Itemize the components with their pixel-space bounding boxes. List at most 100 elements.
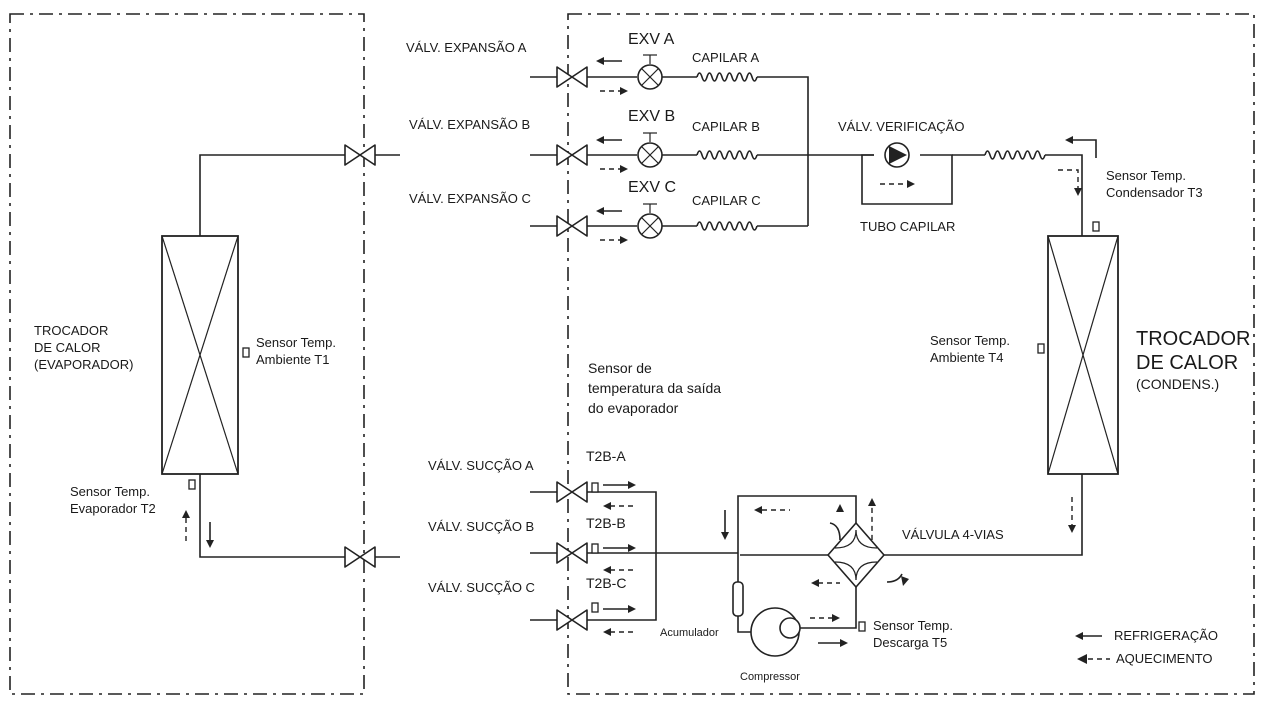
capillary-a-label: CAPILAR A (692, 50, 760, 65)
suction-valve-a-label: VÁLV. SUCÇÃO A (428, 458, 534, 473)
capillary-b (696, 150, 758, 160)
sensor-t4-icon (1037, 343, 1045, 354)
sensor-t1-label-1: Sensor Temp. (256, 335, 336, 350)
expansion-valve-b-label: VÁLV. EXPANSÃO B (409, 117, 530, 132)
indoor-hx-label-2: DE CALOR (34, 340, 100, 355)
svg-text:Sensor Temp.Descarga T5: Sensor Temp. Descarga T5 (873, 618, 953, 650)
suction-valve-c (556, 609, 588, 631)
indoor-hx-label-1: TROCADOR (34, 323, 108, 338)
capillary-tube-bypass (861, 154, 953, 205)
suction-valve-b (556, 542, 588, 564)
t2b-c-label: T2B-C (586, 575, 626, 591)
suction-valve-b-label: VÁLV. SUCÇÃO B (428, 519, 534, 534)
four-way-valve-label: VÁLVULA 4-VIAS (902, 527, 1004, 542)
bypass-heating-arrow (880, 180, 915, 188)
indoor-gas-pipe (199, 474, 345, 558)
capillary-a (696, 72, 758, 82)
indoor-hx-label-3: (EVAPORADOR) (34, 357, 133, 372)
sensor-t3-label-1: Sensor Temp. (1106, 168, 1186, 183)
svg-text:Sensor Temp.Ambiente T1: Sensor Temp. Ambiente T1 (256, 335, 336, 367)
expansion-valve-c (556, 215, 588, 237)
outdoor-heat-exchanger (1047, 235, 1119, 475)
exv-c-label: EXV C (628, 179, 676, 196)
outlet-sensor-note-2: temperatura da saída (588, 380, 721, 396)
sensor-t3-label-2: Condensador T3 (1106, 185, 1203, 200)
accumulator-label: Acumulador (660, 627, 719, 639)
check-valve (884, 142, 910, 168)
sensor-t2-label-2: Evaporador T2 (70, 501, 156, 516)
t2b-a-label: T2B-A (586, 448, 626, 464)
capillary-tube-label: TUBO CAPILAR (860, 219, 955, 234)
sensor-t4-label-2: Ambiente T4 (930, 350, 1003, 365)
compressor-flow-arrows (721, 498, 909, 647)
legend-heating-arrow (1077, 654, 1110, 664)
sensor-t2b-b-icon (591, 543, 599, 554)
check-valve-label: VÁLV. VERIFICAÇÃO (838, 119, 964, 134)
capillary-c (696, 221, 758, 231)
compressor (750, 607, 801, 657)
t3-cooling-arrow (1065, 136, 1097, 158)
legend-cooling-label: REFRIGERAÇÃO (1114, 628, 1218, 643)
sensor-t1-icon (242, 347, 250, 358)
sensor-t4-label-1: Sensor Temp. (930, 333, 1010, 348)
suction-header (587, 491, 657, 621)
indoor-cooling-arrow (206, 522, 214, 548)
outlet-sensor-note-1: Sensor de (588, 360, 652, 376)
expansion-valve-a-label: VÁLV. EXPANSÃO A (406, 40, 527, 55)
expansion-flow-arrows (596, 57, 628, 244)
expansion-valve-b (556, 144, 588, 166)
exv-b (637, 132, 663, 168)
expansion-valve-a (556, 66, 588, 88)
sensor-t5-label-1: Sensor Temp. (873, 618, 953, 633)
outdoor-hx-label-1: TROCADOR (1136, 328, 1250, 350)
t3-heating-arrow (1058, 169, 1082, 196)
t2b-b-label: T2B-B (586, 515, 626, 531)
capillary-c-label: CAPILAR C (692, 193, 761, 208)
indoor-heating-arrow (182, 510, 190, 545)
compressor-discharge (800, 587, 857, 629)
exv-a (637, 54, 663, 90)
sensor-t5-label-2: Descarga T5 (873, 635, 947, 650)
accumulator (732, 581, 744, 617)
sensor-t2-icon (188, 479, 196, 490)
capillary-b-label: CAPILAR B (692, 119, 760, 134)
sensor-t1-label-2: Ambiente T1 (256, 352, 329, 367)
exv-c (637, 203, 663, 239)
sensor-t2b-c-icon (591, 602, 599, 613)
outdoor-unit-boundary (567, 13, 1255, 695)
suction-flow-arrows (603, 481, 636, 636)
exv-b-label: EXV B (628, 108, 675, 125)
suction-valve-a (556, 481, 588, 503)
sensor-t3-icon (1092, 221, 1100, 232)
compressor-label: Compressor (740, 671, 800, 683)
condenser-outlet-arrow (1068, 497, 1076, 533)
legend-heating-label: AQUECIMENTO (1116, 651, 1213, 666)
sensor-t2-label-1: Sensor Temp. (70, 484, 150, 499)
outdoor-hx-label-3: (CONDENS.) (1136, 376, 1219, 392)
indoor-heat-exchanger (161, 235, 239, 475)
suction-valve-c-label: VÁLV. SUCÇÃO C (428, 580, 535, 595)
condenser-inlet-pipe (1045, 154, 1083, 236)
outdoor-hx-label-2: DE CALOR (1136, 352, 1238, 374)
sensor-t5-icon (858, 621, 866, 632)
legend-cooling-arrow (1075, 632, 1102, 640)
condenser-capillary-coil (984, 150, 1046, 160)
indoor-liquid-valve (344, 144, 376, 166)
four-way-valve (827, 522, 885, 588)
four-way-top-pipe (737, 495, 857, 553)
indoor-unit-boundary (9, 13, 365, 695)
svg-text:Sensor Temp.Ambiente T4: Sensor Temp. Ambiente T4 (930, 333, 1010, 365)
expansion-valve-c-label: VÁLV. EXPANSÃO C (409, 191, 531, 206)
outlet-sensor-note-3: do evaporador (588, 400, 679, 416)
svg-text:Sensor Temp.Condensador T3: Sensor Temp. Condensador T3 (1106, 168, 1203, 200)
condenser-outlet-pipe (905, 474, 1083, 556)
indoor-liquid-pipe (199, 154, 345, 236)
sensor-t2b-a-icon (591, 482, 599, 493)
exv-a-label: EXV A (628, 31, 675, 48)
indoor-gas-valve (344, 546, 376, 568)
svg-text:Sensor Temp.Evaporador T2: Sensor Temp. Evaporador T2 (70, 484, 156, 516)
